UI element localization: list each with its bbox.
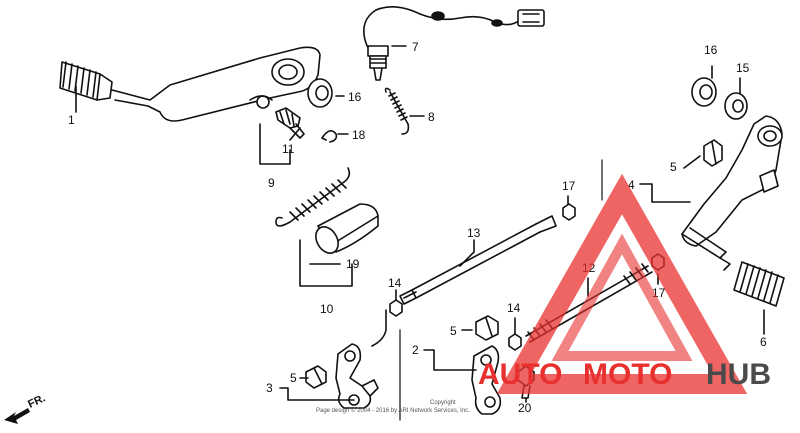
callout-1: 1 [68, 113, 75, 127]
callout-11: 11 [282, 142, 295, 156]
callout-6: 6 [760, 335, 767, 349]
callout-14-left: 14 [388, 276, 402, 290]
washer-16-left [307, 78, 333, 108]
link-rod-13 [399, 215, 557, 305]
callout-5-upper-right: 5 [670, 160, 677, 174]
callout-2: 2 [412, 343, 419, 357]
callout-14-right: 14 [507, 301, 521, 315]
washer-15-right [724, 92, 748, 120]
callout-15: 15 [736, 61, 750, 75]
front-label: FR. [26, 392, 47, 410]
pivot-bolt-11 [275, 107, 305, 139]
circlip-18 [321, 130, 338, 143]
lower-arm-3 [335, 343, 379, 409]
callout-10: 10 [320, 302, 334, 316]
spring-10 [275, 167, 351, 227]
autohub-watermark: AUTO MOTO HUB [478, 173, 771, 394]
callout-13: 13 [467, 226, 481, 240]
copyright-title: Copyright [430, 400, 456, 406]
callout-4: 4 [628, 178, 635, 192]
callout-16-right: 16 [704, 43, 718, 57]
return-spring-8 [384, 87, 410, 135]
neutral-switch-7 [363, 6, 545, 81]
front-arrow-icon [4, 408, 30, 424]
callout-20: 20 [518, 401, 532, 415]
callout-19: 19 [346, 257, 360, 271]
callout-17-upper: 17 [562, 179, 576, 193]
callout-labels: 1 16 7 8 11 18 9 19 10 13 17 14 14 12 17… [68, 40, 767, 415]
callout-5-lower-left: 5 [290, 371, 297, 385]
watermark-auto: AUTO [478, 358, 562, 391]
bolt-5-lower-left [305, 365, 327, 389]
front-direction-indicator: FR. [4, 392, 47, 424]
nut-14-right [508, 333, 522, 351]
washer-16-right [691, 77, 717, 107]
nut-14-left [389, 299, 403, 317]
shift-arm-upper [111, 46, 321, 122]
callout-8: 8 [428, 110, 435, 124]
collar-19 [315, 203, 379, 254]
pedal-rubber-left [59, 61, 113, 101]
callout-18: 18 [352, 128, 366, 142]
callout-3: 3 [266, 381, 273, 395]
watermark-triangle-icon [496, 173, 748, 394]
callout-5-middle: 5 [450, 324, 457, 338]
nut-17-upper [562, 203, 576, 221]
bolt-5-upper-right [703, 139, 723, 167]
callout-9: 9 [268, 176, 275, 190]
copyright-notice: Page design © 2004 - 2016 by ARI Network… [316, 407, 470, 414]
callout-7: 7 [412, 40, 419, 54]
pedal-rubber-right [733, 261, 785, 307]
shift-fork-arm-2 [471, 345, 502, 415]
watermark-moto: MOTO [583, 358, 672, 391]
watermark-hub: HUB [706, 358, 771, 391]
bolt-5-middle [475, 315, 499, 341]
brake-pedal-arm-4 [681, 115, 783, 271]
callout-16-left: 16 [348, 90, 362, 104]
